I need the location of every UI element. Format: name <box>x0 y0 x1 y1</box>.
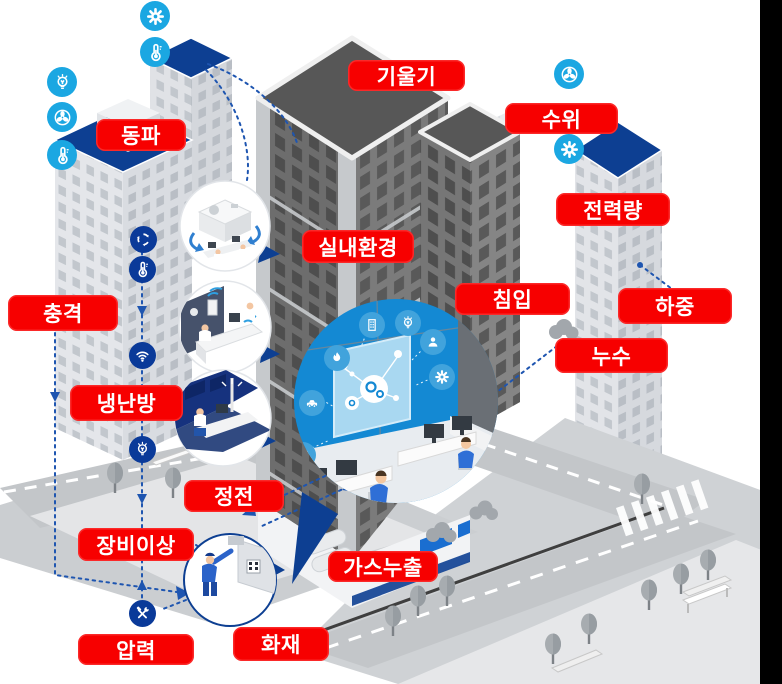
hub-chip-gear-icon <box>429 364 455 390</box>
alert-label-pressure: 압력 <box>78 634 194 665</box>
alert-label-impact: 충격 <box>8 295 118 331</box>
alert-label-water-leak: 누수 <box>555 338 668 373</box>
tree <box>385 605 401 636</box>
street-trees <box>107 319 733 673</box>
lightbulb-icon <box>128 435 156 463</box>
tree <box>545 633 561 664</box>
alert-label-load: 하중 <box>618 288 732 324</box>
thermometer-icon <box>47 140 77 170</box>
tree <box>439 575 455 606</box>
alert-label-fire: 화재 <box>233 627 329 661</box>
crosswalk <box>616 479 709 537</box>
hub-chip-car-icon <box>299 390 325 416</box>
fan-icon <box>47 102 77 132</box>
tree <box>673 563 689 594</box>
hub-chip-building-icon <box>359 312 385 338</box>
alert-label-intrusion: 침입 <box>455 283 570 315</box>
hub-chip-icons <box>294 310 455 468</box>
wifi-icon <box>128 341 156 369</box>
alert-label-hvac: 냉난방 <box>70 385 183 421</box>
tree <box>700 549 716 580</box>
alert-label-water-level: 수위 <box>505 103 618 134</box>
scene-office-wireless <box>178 280 280 374</box>
hub-chip-lightbulb-icon <box>395 310 421 336</box>
tree <box>641 579 657 610</box>
thermometer-icon <box>128 255 156 283</box>
gear-icon <box>554 134 584 164</box>
gear-icon <box>140 1 170 31</box>
fan-icon <box>554 59 584 89</box>
tools-icon <box>128 599 156 627</box>
tree <box>165 467 181 498</box>
scene-equipment-inspection <box>183 533 285 627</box>
alert-label-power-outage: 정전 <box>184 480 284 512</box>
alert-label-power-usage: 전력량 <box>556 193 670 226</box>
tree <box>634 473 650 504</box>
hub-chip-fire-icon <box>324 345 350 371</box>
alert-label-gas-leak: 가스누출 <box>328 551 438 582</box>
hub-chip-person-icon <box>420 329 446 355</box>
recycle-icon <box>129 225 157 253</box>
hub-tail <box>292 492 338 584</box>
tree <box>410 585 426 616</box>
alert-label-equipment-fault: 장비이상 <box>78 528 194 561</box>
bush <box>426 319 579 543</box>
tree <box>107 462 123 493</box>
alert-label-indoor-environment: 실내환경 <box>302 230 414 263</box>
alert-label-tilt: 기울기 <box>348 60 465 91</box>
thermometer-icon <box>140 37 170 67</box>
bench <box>550 575 733 673</box>
scene-rooftop-hvac <box>179 180 280 272</box>
tree <box>581 613 597 644</box>
alert-label-freeze: 동파 <box>96 119 186 151</box>
hub-monitors <box>306 416 472 483</box>
hub-worker-1 <box>368 470 388 503</box>
lightbulb-icon <box>47 67 77 97</box>
hub-worker-2 <box>458 437 474 470</box>
right-black-bar <box>760 0 782 684</box>
